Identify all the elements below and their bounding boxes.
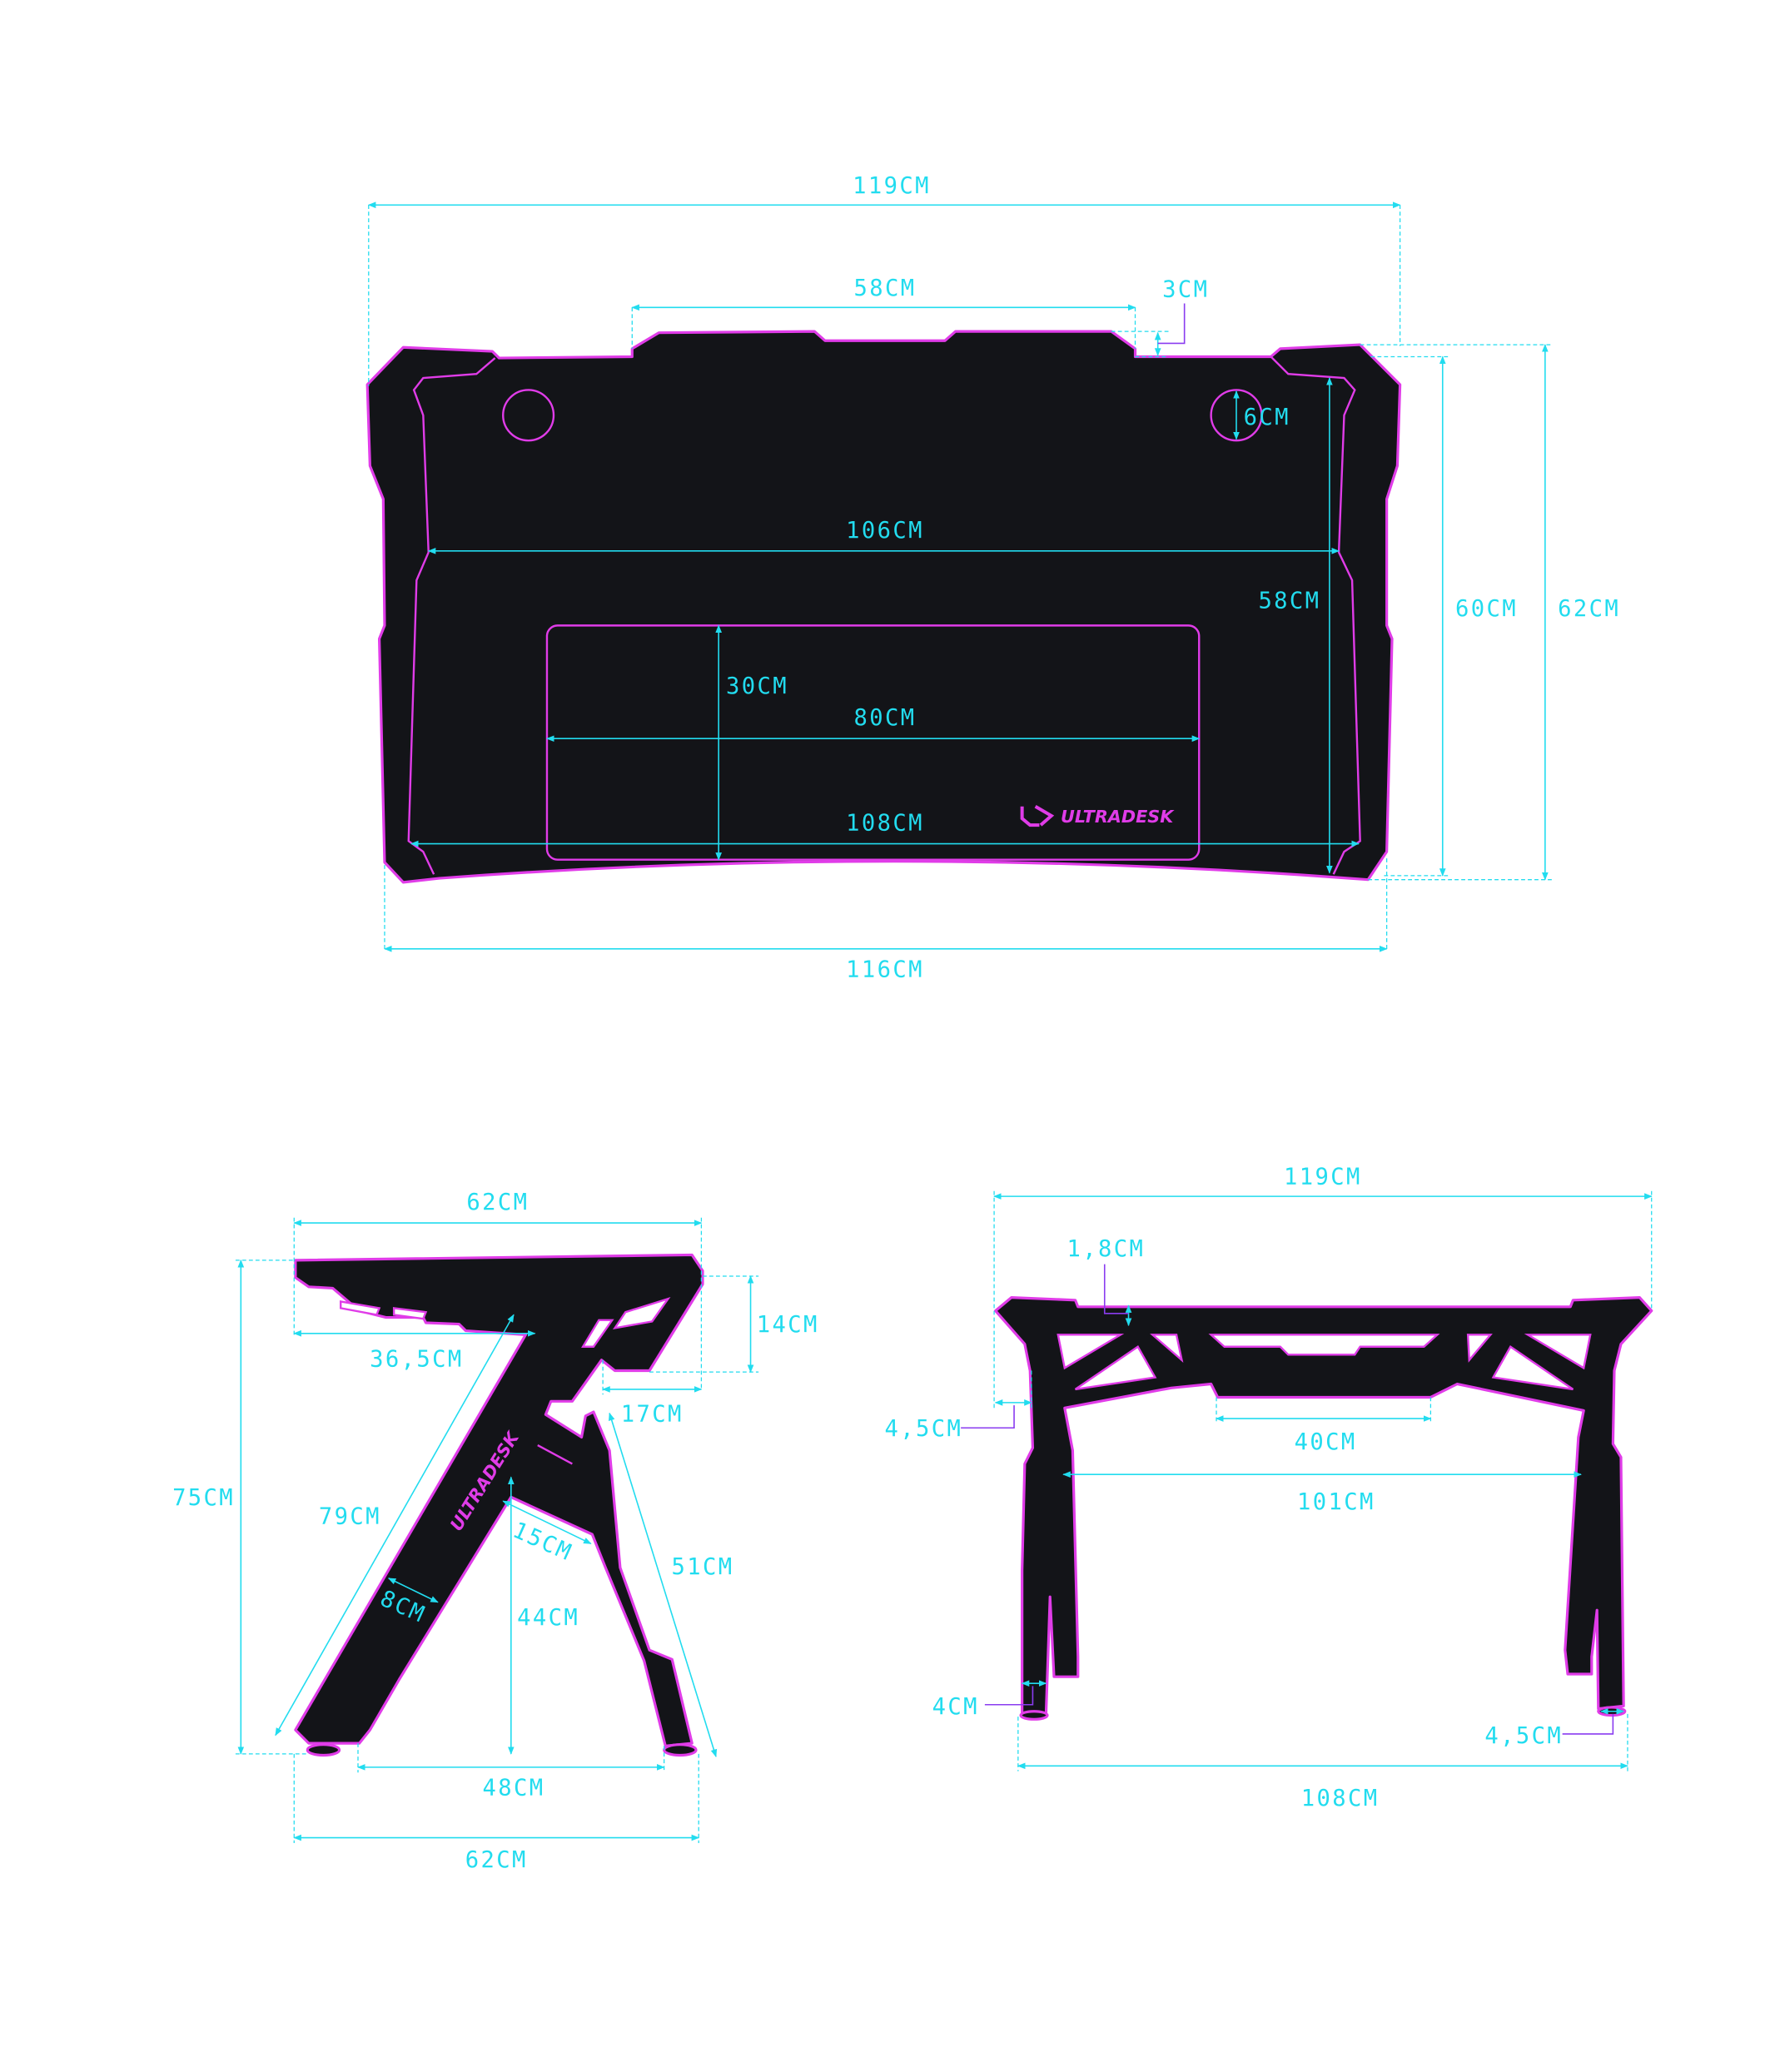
dim-label: 44CM [517,1605,579,1631]
dim-label: 108CM [1301,1786,1380,1811]
foot-left [1019,1710,1049,1721]
dim-label: 4CM [932,1694,979,1720]
dim-label: 60CM [1455,596,1518,622]
dim-label: 62CM [1558,596,1620,622]
foot-front [306,1743,341,1757]
front-view: 119CM 1,8CM 4,5CM 40CM 101CM 4CM 4,5CM 1… [884,1165,1653,1811]
dim-label: 58CM [854,276,917,301]
dim-label: 108CM [846,811,924,837]
dim-label: 6CM [1244,405,1290,430]
dim-label: 4,5CM [884,1416,962,1442]
dim-label: 17CM [621,1401,684,1427]
dim-label: 101CM [1297,1489,1375,1515]
dim-label: 80CM [854,705,917,731]
dim-label: 58CM [1258,589,1320,614]
dim-label: 116CM [846,956,924,982]
dim-label: 36,5CM [370,1347,463,1373]
cable-hole-left [502,389,555,442]
side-frame [294,1253,704,1747]
dim-label: 15CM [509,1518,576,1567]
dim-label: 4,5CM [1484,1723,1563,1749]
foot-rear [663,1743,698,1757]
side-view: ULTRADESK 62CM 14CM 36,5CM 17CM 75CM 79C… [172,1190,819,1873]
dim-label: 75CM [172,1485,235,1511]
mouse-pad [545,624,1201,861]
cable-hole-right [1210,389,1263,442]
dim-label: 79CM [319,1503,381,1529]
dim-label: 119CM [1284,1165,1362,1190]
dim-label: 62CM [466,1190,529,1215]
dim-label: 106CM [846,518,924,544]
svg-text:ULTRADESK: ULTRADESK [1061,807,1175,827]
dim-label: 40CM [1295,1429,1357,1455]
dim-label: 48CM [483,1775,545,1801]
dim-label: 51CM [672,1554,734,1580]
dim-label: 1,8CM [1066,1236,1145,1262]
dim-label: 3CM [1162,277,1209,303]
dim-label: 62CM [465,1847,528,1873]
dim-label: 30CM [726,673,788,699]
ultradesk-logo: ULTRADESK [1020,805,1175,827]
dim-label: 119CM [853,173,931,199]
dim-label: 14CM [757,1312,819,1338]
top-view: ULTRADESK 119CM 58CM 3CM 6CM 106CM 58CM … [365,173,1620,982]
